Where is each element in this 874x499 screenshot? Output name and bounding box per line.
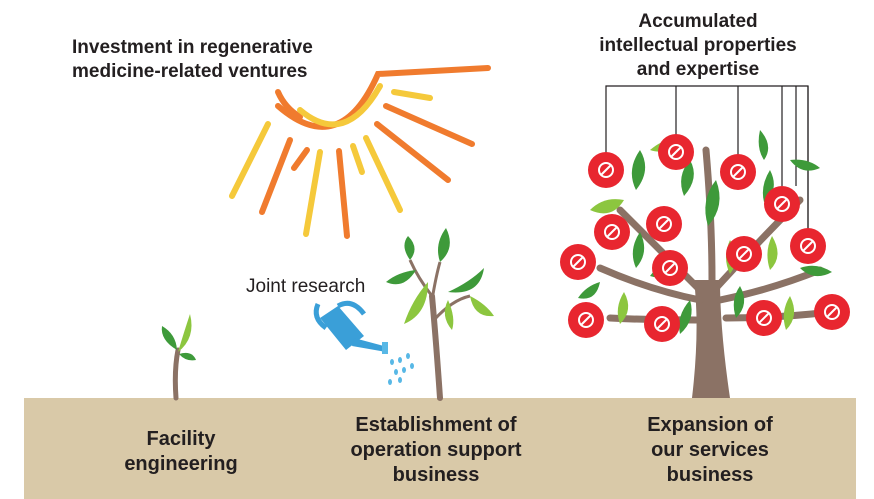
stage-label-operation: Establishment of operation support busin…	[350, 414, 522, 486]
joint-research-label: Joint research	[246, 276, 366, 297]
ground-strip	[24, 398, 856, 499]
watering-can-icon	[313, 300, 414, 385]
magnifier-icon	[568, 302, 604, 338]
stage-label-facility: Facility engineering	[124, 428, 238, 475]
fruit-icons	[560, 134, 850, 342]
water-drops	[388, 353, 414, 385]
atom-icon	[746, 300, 782, 336]
investment-label: Investment in regenerative medicine-rela…	[72, 37, 313, 82]
intellectual-properties-label: Accumulated intellectual properties and …	[599, 11, 797, 80]
young-plant-icon	[386, 228, 494, 401]
flask-icon	[644, 306, 680, 342]
microscope-icon	[790, 228, 826, 264]
stage-label-expansion: Expansion of our services business	[647, 414, 773, 486]
syringe-icon	[646, 206, 682, 242]
globe-icon	[652, 250, 688, 286]
factory-icon	[726, 236, 762, 272]
sun-icon	[229, 65, 491, 239]
lightbulb-gear-icon	[588, 152, 624, 188]
lab-flask-icon	[720, 154, 756, 190]
tree-icon	[560, 85, 850, 398]
sun-burst-icon	[560, 244, 596, 280]
test-tubes-icon	[764, 186, 800, 222]
molecule-icon	[814, 294, 850, 330]
wrench-icon	[658, 134, 694, 170]
gears-icon	[594, 214, 630, 250]
sprout-icon	[161, 314, 196, 401]
